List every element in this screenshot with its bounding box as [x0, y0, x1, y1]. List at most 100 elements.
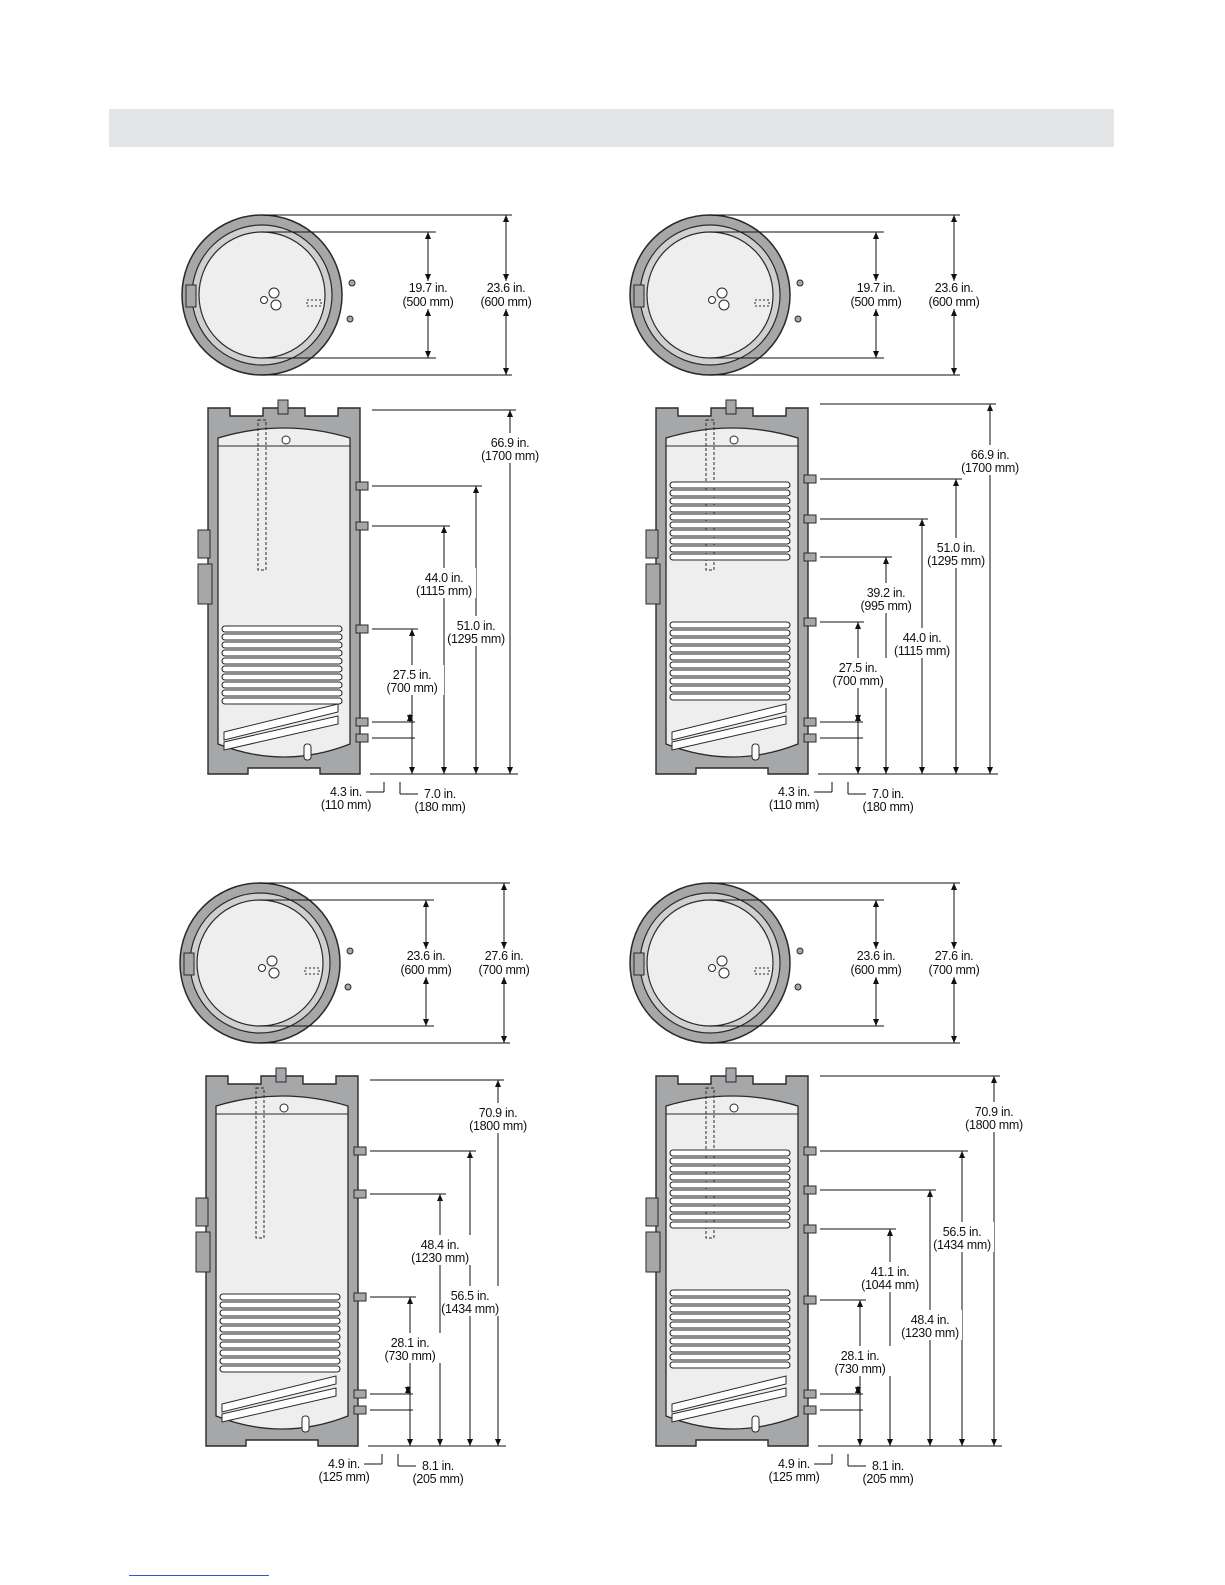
dimension-label-mm: (125 mm) [768, 1470, 819, 1484]
label-backdrop [478, 433, 542, 463]
top-port [708, 964, 716, 972]
side-control-box [633, 952, 645, 976]
coil-return [221, 1387, 337, 1423]
dimension-label-in: 27.6 in. [485, 949, 524, 963]
dimension-label-in: 23.6 in. [407, 949, 446, 963]
tank-drawing: 23.6 in.(600 mm)27.6 in.(700 mm)70.9 in.… [629, 882, 1026, 1486]
bottom-right-dimension: 8.1 in.(205 mm) [397, 1454, 464, 1486]
coil-turn [669, 1289, 791, 1297]
dimension-label-mm: (700 mm) [478, 963, 529, 977]
coil-turn [669, 1181, 791, 1189]
side-view [195, 1067, 367, 1447]
label-backdrop [828, 1346, 892, 1376]
element-box [195, 1197, 209, 1227]
coil-turn [669, 1205, 791, 1213]
coil-turn [219, 1341, 341, 1349]
coil-turn [669, 1353, 791, 1361]
diagram-twin-coil-600: 23.6 in.(600 mm)27.6 in.(700 mm)70.9 in.… [628, 880, 1028, 1495]
top-view [181, 214, 356, 376]
top-port [258, 964, 266, 972]
coil-turn [221, 689, 343, 697]
dimension-label-mm: (1295 mm) [447, 632, 505, 646]
arrowhead [501, 977, 507, 984]
arrowhead [873, 309, 879, 316]
dimension-label-in: 70.9 in. [479, 1106, 518, 1120]
arrowhead [873, 274, 879, 281]
dimension-label-mm: (600 mm) [480, 295, 531, 309]
top-outlet-fitting [725, 399, 737, 415]
arrowhead [987, 404, 993, 411]
arrowhead [857, 1300, 863, 1307]
top-outlet-fitting [277, 399, 289, 415]
height-dimension: 66.9 in.(1700 mm) [820, 403, 1022, 774]
dimension-label-mm: (110 mm) [769, 798, 819, 812]
top-port [718, 299, 730, 311]
dimension-label-in: 7.0 in. [872, 787, 904, 801]
arrowhead [951, 274, 957, 281]
coil-turn [669, 1345, 791, 1353]
bottom-left-dimension: 4.3 in.(110 mm) [321, 782, 385, 812]
coil-turn [221, 681, 343, 689]
height-dimension: 66.9 in.(1700 mm) [372, 409, 542, 774]
coil-turn [669, 1173, 791, 1181]
dimension-label-in: 41.1 in. [871, 1265, 910, 1279]
dimension-label-in: 23.6 in. [857, 949, 896, 963]
arrowhead [425, 274, 431, 281]
arrowhead [473, 486, 479, 493]
tank-lid [646, 899, 774, 1027]
top-port [716, 287, 728, 299]
coil-turn [669, 505, 791, 513]
arrowhead [405, 1387, 411, 1394]
side-fitting [796, 947, 804, 955]
dimension-label-in: 7.0 in. [424, 787, 456, 801]
label-backdrop [380, 665, 444, 695]
top-view [629, 214, 804, 376]
pipe-connection [803, 474, 817, 484]
sensor-port [279, 1103, 289, 1113]
dimension-label-in: 19.7 in. [857, 281, 896, 295]
coil-turn [669, 481, 791, 489]
height-dimension: 51.0 in.(1295 mm) [372, 485, 508, 774]
coil-turn [221, 625, 343, 633]
height-dimension: 70.9 in.(1800 mm) [370, 1079, 530, 1446]
arrowhead [873, 351, 879, 358]
arrowhead [501, 942, 507, 949]
dimension-label-in: 66.9 in. [491, 436, 530, 450]
arrowhead [919, 767, 925, 774]
coil-turn [669, 545, 791, 553]
arrowhead [855, 1387, 861, 1394]
dimension-label-mm: (180 mm) [414, 800, 465, 814]
tank-drawing: 23.6 in.(600 mm)27.6 in.(700 mm)70.9 in.… [179, 882, 530, 1486]
thermostat-box [645, 1231, 661, 1273]
arrowhead [501, 1036, 507, 1043]
arrowhead [407, 1297, 413, 1304]
top-port [266, 955, 278, 967]
coil-turn [219, 1317, 341, 1325]
top-outer-dimension: 27.6 in.(700 mm) [710, 882, 980, 1044]
dimension-label-mm: (1230 mm) [901, 1326, 959, 1340]
arrowhead [959, 1439, 965, 1446]
height-dimension: 28.1 in.(730 mm) [370, 1296, 442, 1446]
label-backdrop [412, 568, 476, 598]
coil-turn [669, 1313, 791, 1321]
dimension-label-mm: (1700 mm) [481, 449, 539, 463]
dimension-label-in: 39.2 in. [867, 586, 906, 600]
coil-turn [221, 649, 343, 657]
arrowhead [951, 883, 957, 890]
pipe-connection [353, 1189, 367, 1199]
pipe-connection [803, 717, 817, 727]
drain-fitting [751, 743, 760, 761]
height-dimension: 48.4 in.(1230 mm) [820, 1189, 962, 1446]
arrowhead [407, 1439, 413, 1446]
coil-turn [221, 657, 343, 665]
arrowhead [951, 309, 957, 316]
coil-turn [669, 677, 791, 685]
coil-turn [219, 1325, 341, 1333]
dimension-label-mm: (110 mm) [321, 798, 371, 812]
coil-turn [669, 685, 791, 693]
dimension-label-in: 51.0 in. [457, 619, 496, 633]
side-control-box [633, 284, 645, 308]
dimension-label-in: 66.9 in. [971, 448, 1010, 462]
dimension-label-in: 19.7 in. [409, 281, 448, 295]
dimension-label-in: 44.0 in. [425, 571, 464, 585]
